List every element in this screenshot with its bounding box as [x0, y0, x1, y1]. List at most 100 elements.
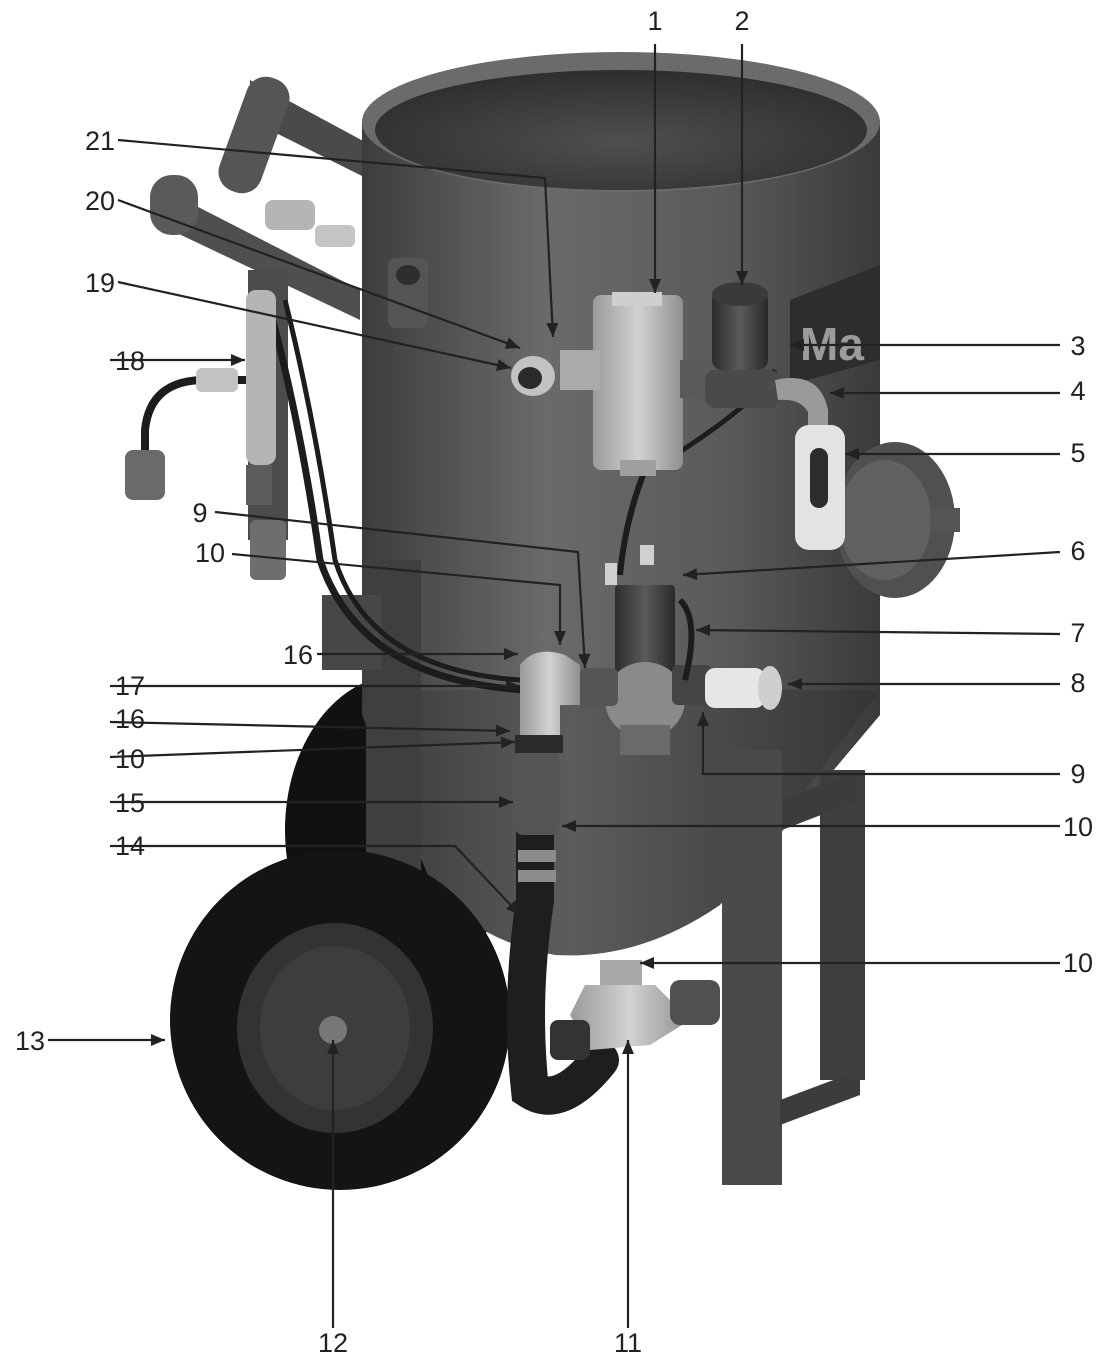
- callout-number: 6: [1070, 536, 1085, 566]
- callout-c19: 19: [85, 268, 512, 371]
- arrowhead: [151, 1034, 165, 1046]
- callout-c10a: 10: [195, 538, 566, 645]
- callout-c12: 12: [318, 1040, 348, 1358]
- callout-c9b: 9: [697, 712, 1086, 789]
- callout-c10c: 10: [562, 812, 1093, 842]
- arrowhead: [697, 712, 709, 726]
- leader-line: [701, 712, 1060, 776]
- arrowhead: [500, 736, 515, 749]
- callout-c18: 18: [110, 346, 245, 376]
- leader-line: [110, 844, 521, 916]
- leader-line: [117, 280, 512, 370]
- callout-c9a: 9: [192, 498, 591, 669]
- arrowhead: [736, 271, 748, 285]
- callout-c10d: 10: [640, 948, 1093, 978]
- callout-number: 10: [115, 744, 145, 774]
- callout-c8: 8: [788, 668, 1086, 698]
- callout-c4: 4: [830, 376, 1086, 406]
- callout-c3: 3: [790, 331, 1086, 361]
- leader-line: [682, 550, 1061, 577]
- callout-number: 9: [1070, 759, 1085, 789]
- callout-number: 20: [85, 186, 115, 216]
- leader-line: [109, 720, 511, 733]
- arrowhead: [788, 678, 802, 690]
- callout-number: 8: [1070, 668, 1085, 698]
- arrowhead: [696, 624, 711, 637]
- pressure-regulator: [705, 282, 828, 430]
- remote-control: [125, 200, 355, 580]
- callout-number: 12: [318, 1328, 348, 1358]
- callout-number: 4: [1070, 376, 1085, 406]
- callout-number: 15: [115, 788, 145, 818]
- arrowhead: [496, 359, 511, 371]
- blast-hose: [507, 750, 619, 1115]
- callout-number: 18: [115, 346, 145, 376]
- callout-c16b: 16: [109, 704, 511, 737]
- callout-number: 10: [1063, 948, 1093, 978]
- arrowhead: [504, 648, 518, 660]
- callout-number: 11: [614, 1328, 642, 1358]
- leader-line: [117, 138, 555, 338]
- callout-number: 2: [734, 6, 749, 36]
- muffler: [795, 425, 845, 550]
- callout-c11: 11: [614, 1040, 642, 1358]
- callout-c7: 7: [695, 618, 1086, 648]
- callout-c13: 13: [15, 1026, 165, 1056]
- callout-c20: 20: [85, 186, 521, 350]
- arrowhead: [790, 339, 804, 351]
- arrowhead: [546, 322, 559, 337]
- callout-c14: 14: [110, 831, 521, 916]
- callout-c17: 17: [110, 671, 520, 701]
- callout-number: 5: [1070, 438, 1085, 468]
- arrowhead: [683, 568, 698, 581]
- arrowhead: [506, 680, 520, 692]
- leader-line: [231, 552, 562, 645]
- callout-c1: 1: [647, 6, 663, 293]
- callout-number: 13: [15, 1026, 45, 1056]
- leader-line: [695, 628, 1061, 636]
- callout-c21: 21: [85, 126, 559, 338]
- callout-number: 14: [115, 831, 145, 861]
- callout-c5: 5: [845, 438, 1086, 468]
- callout-c10b: 10: [109, 736, 516, 774]
- arrowhead: [506, 900, 520, 915]
- leader-line: [109, 740, 516, 759]
- arrowhead: [504, 337, 520, 349]
- arrowhead: [640, 957, 654, 969]
- front-wheel: [170, 850, 510, 1190]
- arrowhead: [622, 1040, 634, 1054]
- leader-line: [117, 198, 521, 350]
- callout-number: 3: [1070, 331, 1085, 361]
- callout-c2: 2: [734, 6, 750, 285]
- arrowhead: [495, 724, 510, 737]
- callout-c6: 6: [682, 536, 1086, 581]
- arrowhead: [845, 448, 859, 460]
- metering-valve: [550, 960, 720, 1060]
- callout-number: 9: [192, 498, 207, 528]
- arrowhead: [578, 653, 591, 668]
- leader-line: [214, 510, 587, 669]
- callout-number: 17: [115, 671, 145, 701]
- callout-number: 16: [115, 704, 145, 734]
- callout-number: 21: [85, 126, 115, 156]
- arrowhead: [830, 387, 844, 399]
- callout-c16a: 16: [283, 640, 518, 670]
- callout-number: 10: [1063, 812, 1093, 842]
- arrowhead: [562, 820, 576, 832]
- elbow-fitting: [515, 651, 580, 753]
- arrowhead: [649, 279, 661, 293]
- callout-number: 16: [283, 640, 313, 670]
- arrowhead: [231, 354, 245, 366]
- arrowhead: [554, 631, 566, 645]
- arrowhead: [327, 1040, 339, 1054]
- frame-legs: [322, 560, 865, 1185]
- callout-number: 1: [647, 6, 662, 36]
- arrowhead: [499, 796, 513, 808]
- pop-up-valve-assembly: [580, 545, 782, 755]
- callout-number: 7: [1070, 618, 1085, 648]
- callout-number: 10: [195, 538, 225, 568]
- callout-number: 19: [85, 268, 115, 298]
